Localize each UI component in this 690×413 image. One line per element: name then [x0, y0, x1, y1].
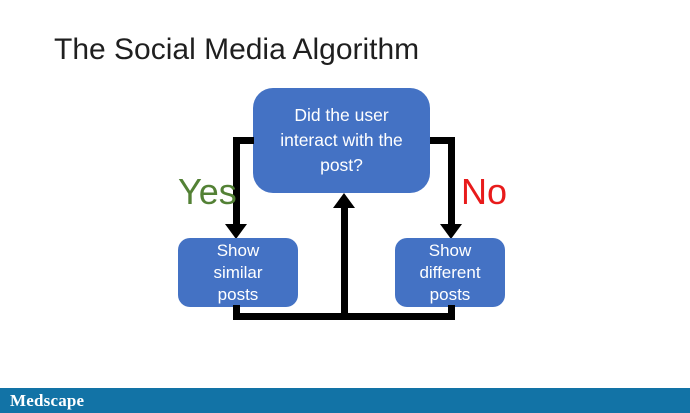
- feedback-loop-right-stub: [448, 305, 455, 320]
- flowchart-show-different-posts-node: Show different posts: [395, 238, 505, 307]
- show-similar-posts-label: Show similar posts: [213, 240, 263, 304]
- no-connector-vertical-segment: [448, 137, 455, 226]
- no-arrowhead-down-icon: [440, 224, 462, 239]
- yes-arrowhead-down-icon: [225, 224, 247, 239]
- feedback-loop-left-stub: [233, 305, 240, 320]
- yes-connector-vertical-segment: [233, 137, 240, 226]
- show-different-posts-label: Show different posts: [419, 240, 481, 304]
- medscape-logo: Medscape: [10, 390, 85, 410]
- slide-title: The Social Media Algorithm: [54, 33, 420, 66]
- decision-node-label: Did the user interact with the post?: [280, 105, 403, 175]
- feedback-arrowhead-up-icon: [333, 193, 355, 208]
- no-connector-horizontal-segment: [430, 137, 455, 144]
- yes-connector-horizontal-segment: [233, 137, 254, 144]
- no-edge-label: No: [461, 171, 508, 212]
- yes-edge-label: Yes: [178, 171, 237, 212]
- flowchart-decision-node: Did the user interact with the post?: [253, 88, 430, 193]
- flowchart-show-similar-posts-node: Show similar posts: [178, 238, 298, 307]
- footer-brand-bar: Medscape: [0, 388, 690, 413]
- feedback-loop-vertical-segment: [341, 206, 348, 320]
